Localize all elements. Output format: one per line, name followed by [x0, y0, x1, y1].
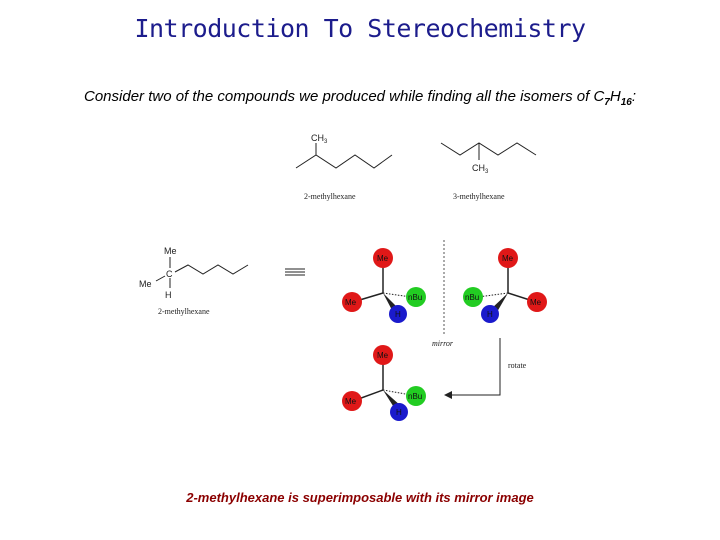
equivalence-sign [285, 268, 305, 276]
carbon-count: 7 [604, 97, 610, 108]
hydrogen-ball [389, 305, 407, 323]
substituent-top-right: CH3 [472, 163, 489, 175]
model-left-bottom-label: H [395, 310, 401, 319]
fischer-h: H [165, 290, 172, 300]
conclusion-text: 2-methylhexane is superimposable with it… [186, 490, 534, 505]
methyl-ball [342, 391, 362, 411]
fischer-carbon: C [166, 269, 173, 279]
methyl-ball [498, 248, 518, 268]
methyl-ball [342, 292, 362, 312]
butyl-ball [406, 287, 426, 307]
intro-colon: : [631, 88, 636, 105]
model-right: Me nBu Me H [463, 248, 547, 323]
label-2-methylhexane-fischer: 2-methylhexane [158, 307, 210, 316]
methyl-ball [373, 248, 393, 268]
model-left: Me Me nBu H [342, 248, 426, 323]
fischer-me-top: Me [164, 246, 177, 256]
model-right-right-label: Me [530, 298, 542, 307]
hydrogen-ball [481, 305, 499, 323]
methyl-ball [373, 345, 393, 365]
model-right-bottom-label: H [487, 310, 493, 319]
model-left-right-label: nBu [408, 293, 422, 302]
fischer-me-left: Me [139, 279, 152, 289]
rotate-arrowhead [444, 391, 452, 399]
model-left-top-label: Me [377, 254, 389, 263]
model-bottom-bottom-label: H [396, 408, 402, 417]
fischer-structure [155, 257, 249, 288]
intro-text: Consider two of the compounds we produce… [0, 88, 720, 108]
hydrogen-symbol: H [609, 88, 621, 105]
model-right-top-label: Me [502, 254, 514, 263]
methyl-ball [527, 292, 547, 312]
butyl-ball [406, 386, 426, 406]
label-2-methylhexane-top: 2-methylhexane [304, 192, 356, 201]
label-3-methylhexane: 3-methylhexane [453, 192, 505, 201]
model-bottom: Me Me nBu H [342, 345, 426, 421]
model-left-left-label: Me [345, 298, 357, 307]
skeletal-2-methylhexane [295, 143, 393, 169]
hydrogen-count: 16 [620, 97, 632, 108]
intro-sentence: Consider two of the compounds we produce… [84, 88, 605, 105]
rotate-arrow [450, 338, 501, 396]
model-right-left-label: nBu [465, 293, 479, 302]
rotate-label: rotate [508, 361, 527, 370]
skeletal-3-methylhexane [440, 142, 537, 160]
model-bottom-left-label: Me [345, 397, 357, 406]
model-bottom-top-label: Me [377, 351, 389, 360]
substituent-top-left: CH3 [311, 133, 328, 145]
butyl-ball [463, 287, 483, 307]
hydrogen-ball [390, 403, 408, 421]
model-bottom-right-label: nBu [408, 392, 422, 401]
page-title: Introduction To Stereochemistry [134, 14, 586, 43]
mirror-label: mirror [432, 339, 454, 348]
